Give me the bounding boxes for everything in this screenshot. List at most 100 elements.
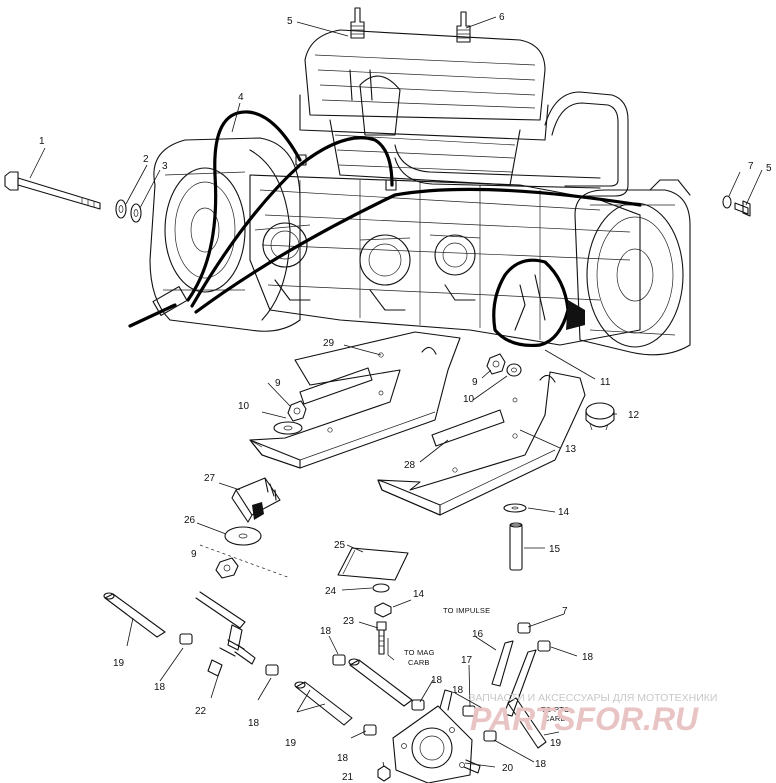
hose-clamp-18-b <box>265 664 279 676</box>
right-mount-washer <box>722 195 732 209</box>
callout-18-h: 18 <box>452 685 464 696</box>
callout-27: 27 <box>204 473 216 484</box>
leader-lines <box>29 16 763 768</box>
mount-bolt <box>4 171 101 210</box>
callout-7-right: 7 <box>748 161 754 172</box>
hose-clamp-17-left <box>462 705 476 717</box>
pump-screw <box>377 765 391 782</box>
callout-4: 4 <box>238 92 244 103</box>
hose-clamp-18-g <box>363 724 377 736</box>
hose-clamp-18-f <box>537 640 551 652</box>
mount-plate-right <box>377 371 586 516</box>
rubber-damper <box>231 477 281 523</box>
spark-plug-right <box>456 11 471 43</box>
hose-clamp-18-d <box>411 699 425 711</box>
nut-9-upper-right <box>486 353 506 375</box>
flat-washer <box>115 199 127 219</box>
fuel-hose-19-mid-left <box>294 681 353 726</box>
carburetors <box>254 222 481 311</box>
watermark: ЗАПЧАСТИ И АКСЕССУАРЫ ДЛЯ МОТОТЕХНИКИ PA… <box>469 692 717 737</box>
callout-18-g: 18 <box>535 759 547 770</box>
hose-clamp-18-h <box>483 730 497 742</box>
note-to-mag: TO MAG <box>404 648 435 657</box>
mounting-plate-25 <box>337 547 409 581</box>
callout-14-right: 14 <box>558 507 570 518</box>
callout-19-right: 19 <box>550 738 562 749</box>
exhaust-tube <box>394 91 629 197</box>
callout-10-left: 10 <box>238 401 250 412</box>
bolt-23 <box>376 621 387 655</box>
callout-11: 11 <box>600 377 611 388</box>
watermark-tagline: ЗАПЧАСТИ И АКСЕССУАРЫ ДЛЯ МОТОТЕХНИКИ <box>469 692 717 704</box>
callout-25: 25 <box>334 540 346 551</box>
callout-7-lower: 7 <box>562 606 568 617</box>
callout-18-a: 18 <box>320 626 332 637</box>
washer-14-right <box>503 503 527 513</box>
callout-20: 20 <box>502 763 514 774</box>
callout-28: 28 <box>404 460 416 471</box>
callout-6: 6 <box>499 12 505 23</box>
callout-3: 3 <box>162 161 168 172</box>
callout-18-d: 18 <box>431 675 443 686</box>
engine-assembly <box>128 7 691 356</box>
fuel-hose-19-right <box>507 697 547 749</box>
callout-18-f: 18 <box>337 753 349 764</box>
callout-26: 26 <box>184 515 196 526</box>
right-mount-bolt <box>734 200 751 217</box>
callout-5-left: 5 <box>287 16 293 27</box>
nut-14-lower <box>374 602 392 618</box>
nut-9-upper-left <box>287 400 307 422</box>
right-recoil-housing <box>574 179 691 356</box>
callout-18-e: 18 <box>582 652 594 663</box>
left-recoil-housing <box>149 137 301 332</box>
tee-fitting <box>195 591 256 677</box>
fuel-hose-17-right <box>503 649 537 717</box>
callout-22: 22 <box>195 706 207 717</box>
callout-13: 13 <box>565 444 577 455</box>
fuel-hose-19-left <box>103 592 166 638</box>
note-mag-carb: CARB <box>408 658 430 667</box>
fuel-pump <box>392 689 481 783</box>
mount-spacer-29 <box>299 367 373 405</box>
hose-clamp-18-c <box>332 654 346 666</box>
lock-washer <box>130 203 142 223</box>
watermark-logo: PARTSFOR.RU <box>470 701 699 737</box>
callout-2: 2 <box>143 154 149 165</box>
routing-notes: TO IMPULSE TO MAG CARB TO PTO CARB <box>404 606 570 723</box>
callout-9-left: 9 <box>275 378 281 389</box>
nut-9-lower <box>215 557 239 579</box>
fuel-hose-19-mid-right <box>348 658 413 707</box>
callout-18-c: 18 <box>248 718 260 729</box>
callout-15: 15 <box>549 544 561 555</box>
hose-clamp-18-a <box>179 633 193 645</box>
callout-10-right: 10 <box>463 394 475 405</box>
note-to-pto: TO PTO <box>541 705 570 714</box>
fuel-hose-16 <box>491 640 514 687</box>
callout-9-right: 9 <box>472 377 478 388</box>
callout-9-lower: 9 <box>191 549 197 560</box>
callout-14-lower: 14 <box>413 589 425 600</box>
mount-spacer-28 <box>431 409 505 447</box>
throttle-cables <box>128 110 642 328</box>
callout-17: 17 <box>461 655 473 666</box>
callout-16: 16 <box>472 629 484 640</box>
hose-clamp-18-e <box>517 622 531 634</box>
rubber-grommet <box>585 402 615 431</box>
coil-bracket <box>492 258 585 348</box>
callout-24: 24 <box>325 586 337 597</box>
washer-24 <box>372 583 390 593</box>
sleeve-15 <box>509 522 523 571</box>
callout-23: 23 <box>343 616 355 627</box>
callout-18-b: 18 <box>154 682 166 693</box>
mount-plate-left <box>249 331 461 469</box>
cylinder-head <box>299 29 549 186</box>
callout-19-left: 19 <box>113 658 125 669</box>
callout-19-mid: 19 <box>285 738 297 749</box>
washer-10-left <box>273 421 303 435</box>
callout-21: 21 <box>342 772 354 783</box>
callout-12: 12 <box>628 410 640 421</box>
callout-numbers: 1 2 3 4 5 5 6 7 7 9 9 9 10 10 11 12 13 1… <box>39 12 772 783</box>
spark-plug-left <box>350 7 365 39</box>
